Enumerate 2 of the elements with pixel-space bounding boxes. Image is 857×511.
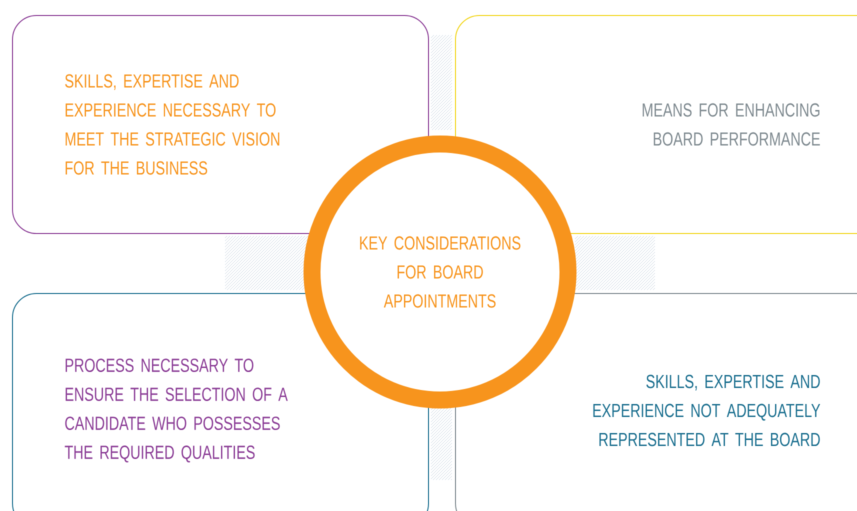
text-box: SKILLS, EXPERTISE AND EXPERIENCE NECESSARY TO MEET THE STRATEGIC VISION FOR THE BUSINESS xyxy=(12,15,429,234)
text-box: MEANS FOR ENHANCING BOARD PERFORMANCE xyxy=(455,15,857,234)
